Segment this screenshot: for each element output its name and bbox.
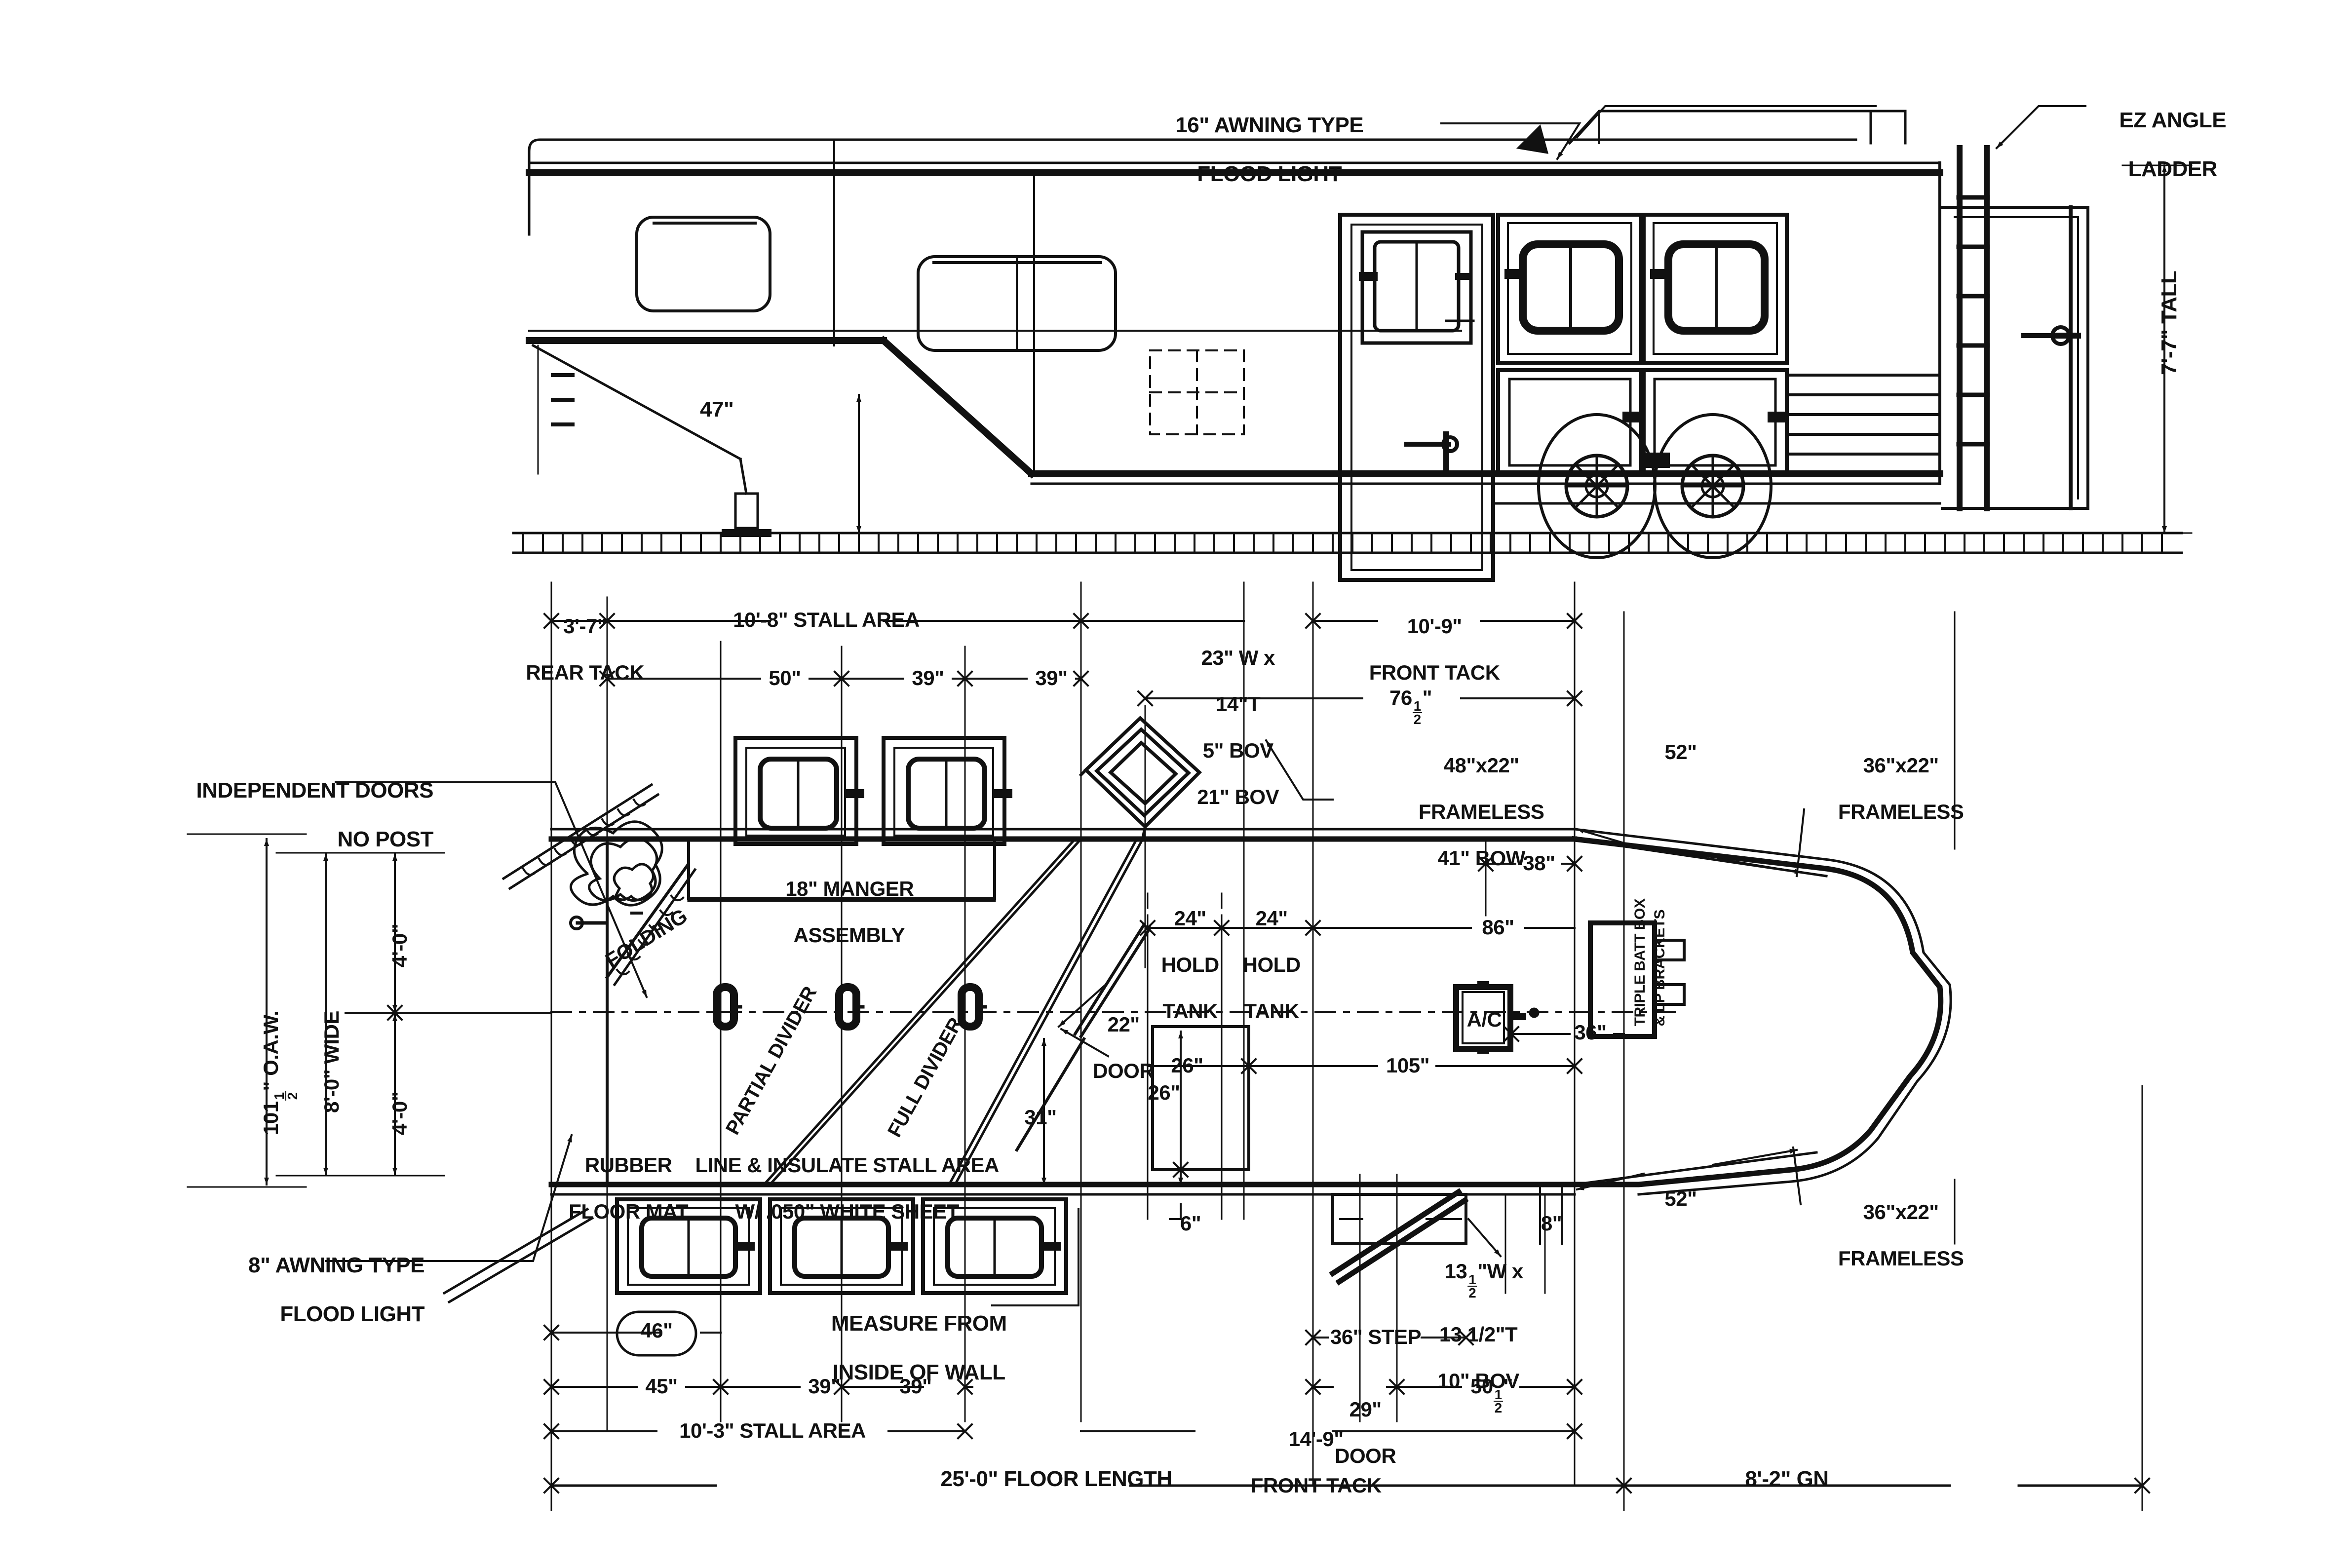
dim-window-offset: 38" xyxy=(1523,851,1555,875)
dim-hold-tank-2: 24" HOLD TANK xyxy=(1242,907,1301,1023)
dim-overall-height: 7'-7" TALL xyxy=(2157,270,2181,375)
dim-box-width: 26" xyxy=(1171,1054,1203,1077)
dim-door-width: 22" DOOR xyxy=(1093,1013,1155,1083)
dim-stall-2-top: 39" xyxy=(912,666,944,689)
dim-stall-area-top: 10'-8" STALL AREA xyxy=(733,608,920,631)
callout-independent-doors: INDEPENDENT DOORS NO POST xyxy=(196,778,434,851)
dim-door-29: 29" DOOR xyxy=(1335,1398,1396,1468)
callout-line-insulate: LINE & INSULATE STALL AREA W/ .050" WHIT… xyxy=(695,1153,999,1224)
dim-stall-3-top: 39" xyxy=(1035,666,1068,689)
dim-floor-length: 25'-0" FLOOR LENGTH xyxy=(940,1467,1172,1491)
callout-flood-light-8: 8" AWNING TYPE FLOOD LIGHT xyxy=(248,1253,424,1326)
dim-mid-length: 105" xyxy=(1386,1054,1430,1077)
dim-stall-1-bottom: 45" xyxy=(645,1375,678,1398)
dim-half-width-lower: 4'-0" xyxy=(388,1091,411,1135)
dim-front-tack-top: 10'-9" FRONT TACK xyxy=(1369,614,1500,685)
dim-box-height: 26" xyxy=(1148,1081,1180,1104)
dim-rear-tack: 3'-7" REAR TACK xyxy=(526,614,645,685)
callout-rubber-floor-mat: RUBBER FLOOR MAT xyxy=(569,1153,689,1224)
dim-wall-thickness: 8" xyxy=(1541,1212,1562,1235)
dim-rear-window: 46" xyxy=(640,1319,673,1342)
dim-nose-to-wall-top: 52" xyxy=(1664,740,1697,764)
callout-batt-box-2: & LP BRACKETS xyxy=(1651,910,1668,1027)
dim-step-width: 36" STEP xyxy=(1330,1325,1422,1348)
dim-front-tack-bottom: 14'-9" FRONT TACK xyxy=(1250,1427,1382,1497)
callout-nose-window-bottom: 36"x22" FRAMELESS xyxy=(1838,1200,1964,1270)
dim-half-width-upper: 4'-0" xyxy=(388,923,411,967)
dim-gooseneck-height: 47" xyxy=(700,397,734,421)
callout-flood-light-16: 16" AWNING TYPE FLOOD LIGHT xyxy=(1175,113,1364,186)
callout-nose-window-top: 36"x22" FRAMELESS xyxy=(1838,754,1964,824)
dim-ac-offset: 36" xyxy=(1574,1021,1607,1044)
dim-interior-width: 8'-0" WIDE xyxy=(320,1011,343,1113)
label-ac-unit: A/C xyxy=(1466,1008,1502,1031)
callout-escape-door-spec: 23" W x 14"T 5" BOV 21" BOV xyxy=(1197,646,1279,809)
dim-divider-offset: 31" xyxy=(1024,1106,1057,1129)
dim-gooseneck-length: 8'-2" GN xyxy=(1745,1467,1829,1491)
dim-tank-to-rear: 86" xyxy=(1482,916,1514,939)
dim-stall-3-bottom: 39" xyxy=(899,1375,932,1398)
dim-nose-to-wall-lower: 52" xyxy=(1664,1187,1697,1210)
dim-stall-area-bottom: 10'-3" STALL AREA xyxy=(679,1419,866,1442)
note-measure-from: MEASURE FROM INSIDE OF WALL xyxy=(831,1311,1007,1384)
dim-box-bottom: 6" xyxy=(1180,1212,1201,1235)
callout-front-tack-window: 48"x22" FRAMELESS 41" BOW xyxy=(1418,754,1544,870)
dim-hold-tank-1: 24" HOLD TANK xyxy=(1161,907,1220,1023)
dim-stall-2-bottom: 39" xyxy=(808,1375,841,1398)
callout-ez-angle-ladder: EZ ANGLE LADDER xyxy=(2119,108,2227,181)
callout-manger: 18" MANGER ASSEMBLY xyxy=(785,877,914,947)
dim-stall-1-top: 50" xyxy=(769,666,801,689)
